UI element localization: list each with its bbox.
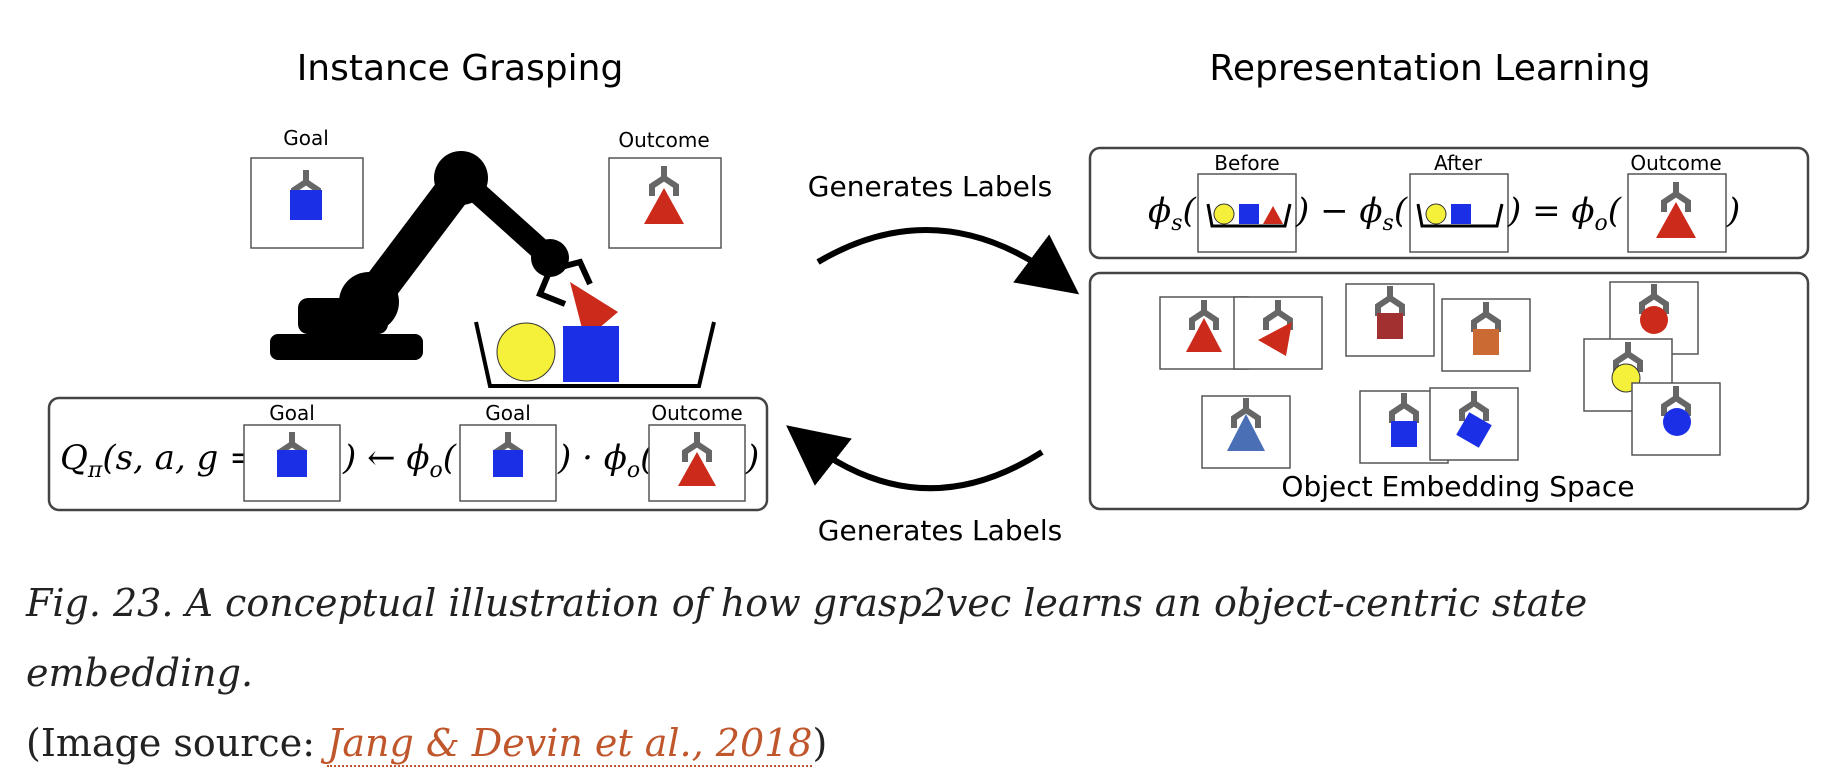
source-suffix: ) — [812, 721, 828, 765]
after-bin-icon — [1416, 203, 1504, 228]
robot-arm-icon — [270, 151, 618, 360]
goal-blue-square — [290, 190, 322, 220]
dot-op: ) · ϕo( — [557, 438, 654, 483]
embed-blue-circle — [1631, 382, 1721, 456]
q-lhs: Qπ(s, a, g = — [60, 438, 258, 483]
q-close-paren: ) — [745, 438, 759, 478]
bin-icon — [474, 321, 716, 388]
phi-s-1: ϕs( — [1148, 191, 1196, 236]
top-cycle-arrow — [816, 227, 1080, 295]
right-close-paren: ) — [1726, 191, 1740, 231]
embed-blue-square-2 — [1429, 387, 1519, 461]
outcome-red-triangle — [644, 188, 684, 224]
minus-phi: ) − ϕs( — [1295, 191, 1408, 236]
generates-labels-top: Generates Labels — [808, 170, 1052, 203]
grasp2vec-diagram: Instance Grasping Representation Learnin… — [47, 48, 1810, 547]
equals-phi: ) = ϕo( — [1507, 191, 1622, 236]
embedding-space-label: Object Embedding Space — [1281, 470, 1634, 503]
difference-equation-box — [1088, 146, 1810, 260]
arrow-left-op: ) ← ϕo( — [342, 438, 457, 483]
outcome-label-top: Outcome — [618, 128, 709, 152]
source-link[interactable]: Jang & Devin et al., 2018 — [327, 721, 813, 767]
q-function-box — [47, 396, 769, 512]
goal-label-eq1: Goal — [269, 401, 315, 425]
right-outcome-red-triangle — [1656, 202, 1696, 238]
eq-goal-blue-square-1 — [277, 450, 307, 477]
caption-text: Fig. 23. A conceptual illustration of ho… — [26, 581, 1588, 695]
caption-source: (Image source: Jang & Devin et al., 2018… — [26, 708, 1816, 778]
embed-dark-red-square — [1345, 284, 1435, 357]
eq-goal-blue-square-2 — [493, 450, 523, 477]
right-title: Representation Learning — [1209, 48, 1650, 89]
bottom-cycle-arrow — [786, 425, 1044, 492]
figure-caption: Fig. 23. A conceptual illustration of ho… — [26, 568, 1816, 778]
outcome-label-eq: Outcome — [651, 401, 742, 425]
goal-label-top: Goal — [283, 126, 329, 150]
generates-labels-bottom: Generates Labels — [818, 514, 1062, 547]
outcome-label-right: Outcome — [1630, 151, 1721, 175]
eq-outcome-red-triangle — [678, 452, 716, 486]
source-prefix: (Image source: — [26, 721, 328, 765]
left-title: Instance Grasping — [297, 48, 624, 89]
before-label: Before — [1214, 151, 1279, 175]
embed-orange-square — [1441, 298, 1531, 372]
before-bin-icon — [1206, 203, 1292, 228]
after-label: After — [1434, 151, 1483, 175]
embed-steel-blue-triangle — [1201, 396, 1291, 469]
embed-red-triangle-2 — [1233, 296, 1323, 370]
goal-label-eq2: Goal — [485, 401, 531, 425]
embedding-space-box — [1088, 271, 1810, 511]
